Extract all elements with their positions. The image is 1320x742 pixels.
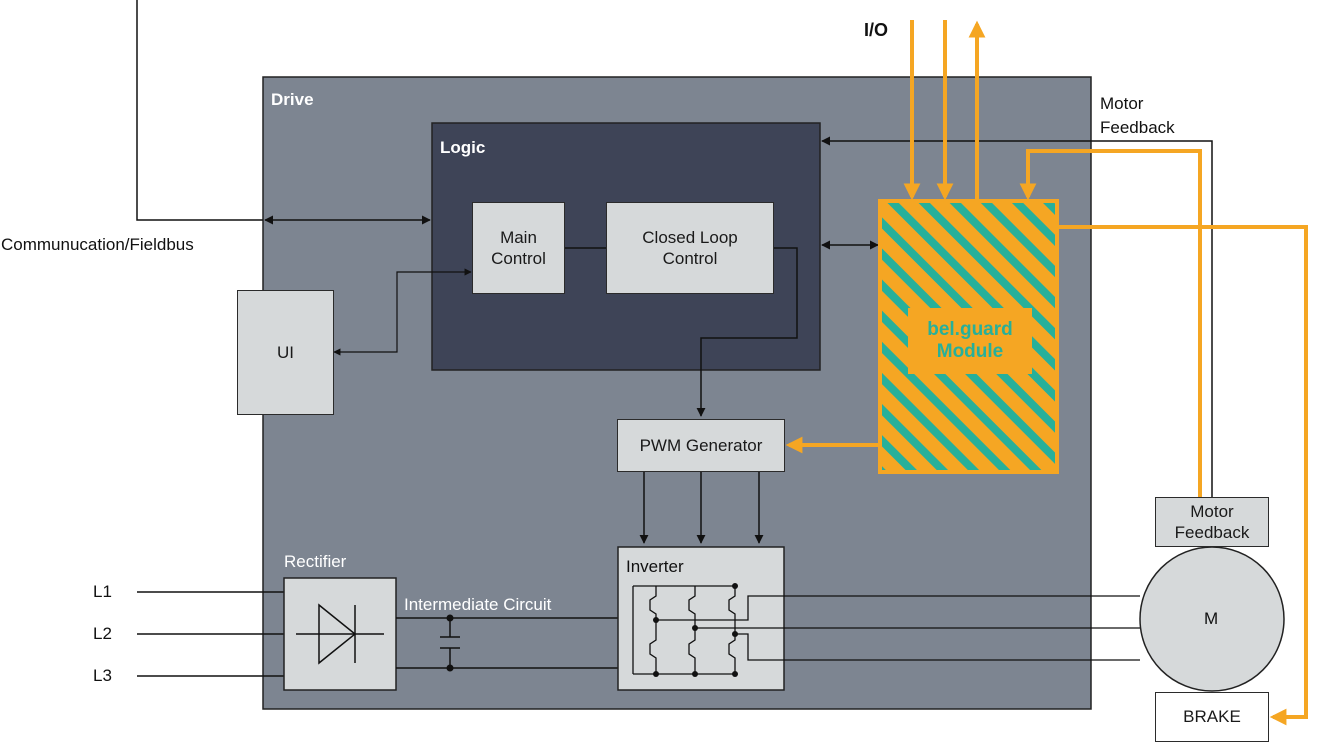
inverter-box — [617, 546, 785, 691]
rectifier-label: Rectifier — [284, 552, 347, 571]
closed-loop-line2: Control — [662, 249, 718, 268]
main-control-line1: Main — [500, 227, 537, 247]
fieldbus-line — [136, 0, 263, 221]
motor-feedback-line — [821, 136, 1213, 497]
inverter-switches — [632, 585, 1140, 675]
motor-feedback-block: Motor Feedback — [1155, 497, 1269, 547]
main-control-line2: Control — [491, 249, 546, 268]
brake-block: BRAKE — [1155, 692, 1269, 742]
pwm-generator-block: PWM Generator — [617, 419, 785, 472]
motor-feedback-top-line2: Feedback — [1100, 118, 1175, 137]
communication-label: Communucation/Fieldbus — [1, 235, 194, 254]
drive-label: Drive — [271, 90, 314, 109]
motor-feedback-line2: Feedback — [1174, 523, 1250, 542]
motor-feedback-line1: Motor — [1190, 501, 1234, 521]
main-control-block: Main Control — [472, 202, 565, 294]
ui-main-link — [333, 268, 472, 356]
l3-label: L3 — [93, 666, 112, 685]
motor-label: M — [1204, 609, 1219, 628]
guard-module-line1: bel.guard — [927, 319, 1013, 341]
motor-feedback-top-line1: Motor — [1100, 94, 1144, 113]
closed-loop-control-block: Closed Loop Control — [606, 202, 774, 294]
l2-label: L2 — [93, 624, 112, 643]
closedloop-pwm-link — [696, 247, 798, 417]
motor-circle — [1139, 546, 1285, 692]
guard-brake-line — [1058, 225, 1308, 726]
inverter-label: Inverter — [626, 557, 684, 576]
io-label: I/O — [864, 20, 889, 40]
logic-label: Logic — [440, 138, 486, 157]
intermediate-circuit-label: Intermediate Circuit — [404, 595, 552, 614]
diode-symbol — [296, 603, 384, 665]
guard-module-label: bel.guard Module — [908, 308, 1032, 374]
guard-feedback-line — [1019, 149, 1202, 497]
intermediate-circuit — [396, 617, 618, 669]
ui-block: UI — [237, 290, 334, 415]
guard-module-line2: Module — [936, 341, 1004, 362]
closed-loop-line1: Closed Loop — [642, 227, 738, 247]
l1-label: L1 — [93, 582, 112, 601]
